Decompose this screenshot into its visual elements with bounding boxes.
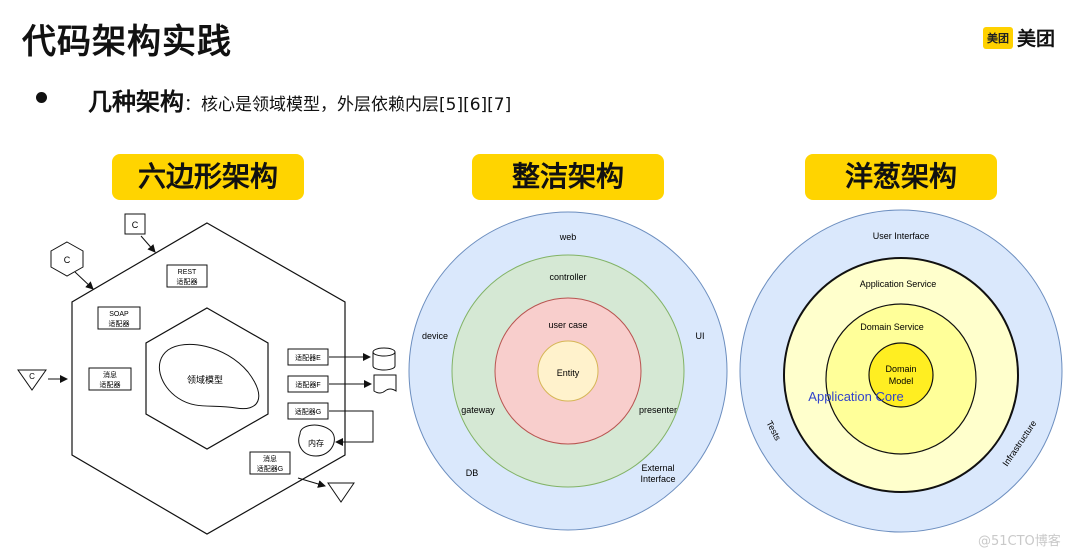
onion-domain-service-label: Domain Service (860, 322, 924, 332)
c-box-top-arrow (140, 235, 156, 253)
onion-core-circle (868, 342, 934, 408)
clean-core-circle (537, 340, 599, 402)
onion-domain-model-line2: Model (889, 376, 914, 386)
onion-application-core-label: Application Core (808, 389, 903, 404)
message-adapter-line2: 适配器 (100, 380, 121, 389)
clean-ui-label: UI (696, 331, 705, 341)
adapter-g-label: 适配器G (295, 407, 321, 416)
adapter-e (287, 348, 329, 366)
adapter-f-label: 适配器F (295, 380, 320, 389)
rest-adapter-line2: 适配器 (177, 277, 198, 286)
adapter-g (287, 402, 329, 420)
onion-application-service-label: Application Service (860, 279, 937, 289)
rest-adapter (166, 264, 208, 288)
triangle-arrow (297, 477, 326, 488)
c-hexagon-arrow (74, 271, 94, 290)
adapter-e-label: 适配器E (295, 353, 321, 362)
clean-diagram: web device UI DB External Interface cont… (408, 211, 728, 531)
onion-user-interface-label: User Interface (873, 231, 930, 241)
adapter-g-arrow (329, 410, 374, 446)
clean-db-label: DB (466, 468, 479, 478)
message-adapter (88, 367, 132, 391)
message-adapter-line1: 消息 (103, 370, 117, 379)
c-hexagon (50, 241, 84, 277)
clean-device-label: device (422, 331, 448, 341)
watermark: @51CTO博客 (978, 534, 1061, 549)
clean-controller-label: controller (549, 272, 586, 282)
domain-model-label: 领域模型 (187, 374, 223, 385)
memory-label: 内存 (308, 438, 324, 448)
clean-use-case-label: user case (548, 320, 587, 330)
soap-adapter-line2: 适配器 (109, 319, 130, 328)
subtitle-main: 几种架构 (88, 88, 184, 116)
c-box-top-label: C (132, 220, 139, 230)
bullet-dot (36, 92, 47, 103)
memory-shape (298, 424, 335, 457)
database-icon (372, 347, 396, 371)
soap-adapter (97, 306, 141, 330)
onion-diagram: User Interface Application Service Domai… (739, 209, 1063, 533)
page-title: 代码架构实践 (22, 22, 232, 62)
rest-adapter-line1: REST (178, 269, 197, 276)
logo-badge: 美团 (983, 26, 1013, 49)
tag-onion: 洋葱架构 (805, 154, 997, 200)
tag-clean: 整洁架构 (472, 154, 664, 200)
subtitle-rest: ：核心是领域模型，外层依赖内层[5][6][7] (184, 95, 512, 115)
c-box-top (124, 213, 146, 235)
hexagonal-diagram: 领域模型 C C C REST 适配器 SOAP 适配器 消息 适配器 适配器E… (17, 213, 397, 535)
clean-web-label: web (559, 232, 577, 242)
message-adapter-g (249, 451, 291, 475)
triangle-bottom-right (327, 482, 355, 503)
clean-external-interface-line2: Interface (640, 474, 675, 484)
clean-presenter-label: presenter (639, 405, 677, 415)
tag-hexagonal: 六边形架构 (112, 154, 304, 200)
c-triangle-left-label: C (29, 372, 35, 381)
message-adapter-g-line2: 适配器G (257, 464, 283, 473)
message-adapter-g-line1: 消息 (263, 454, 277, 463)
clean-entity-label: Entity (557, 368, 580, 378)
logo-text: 美团 (1017, 28, 1056, 50)
soap-adapter-line1: SOAP (109, 311, 129, 318)
c-hexagon-label: C (64, 255, 71, 265)
onion-domain-model-line1: Domain (885, 364, 916, 374)
clean-external-interface-line1: External (641, 463, 674, 473)
domain-model-shape (158, 343, 260, 410)
meituan-logo: 美团 美团 (983, 24, 1055, 51)
document-icon (373, 374, 397, 394)
clean-gateway-label: gateway (461, 405, 495, 415)
adapter-f (287, 375, 329, 393)
subtitle: 几种架构：核心是领域模型，外层依赖内层[5][6][7] (88, 82, 511, 117)
c-triangle-left (17, 369, 47, 391)
